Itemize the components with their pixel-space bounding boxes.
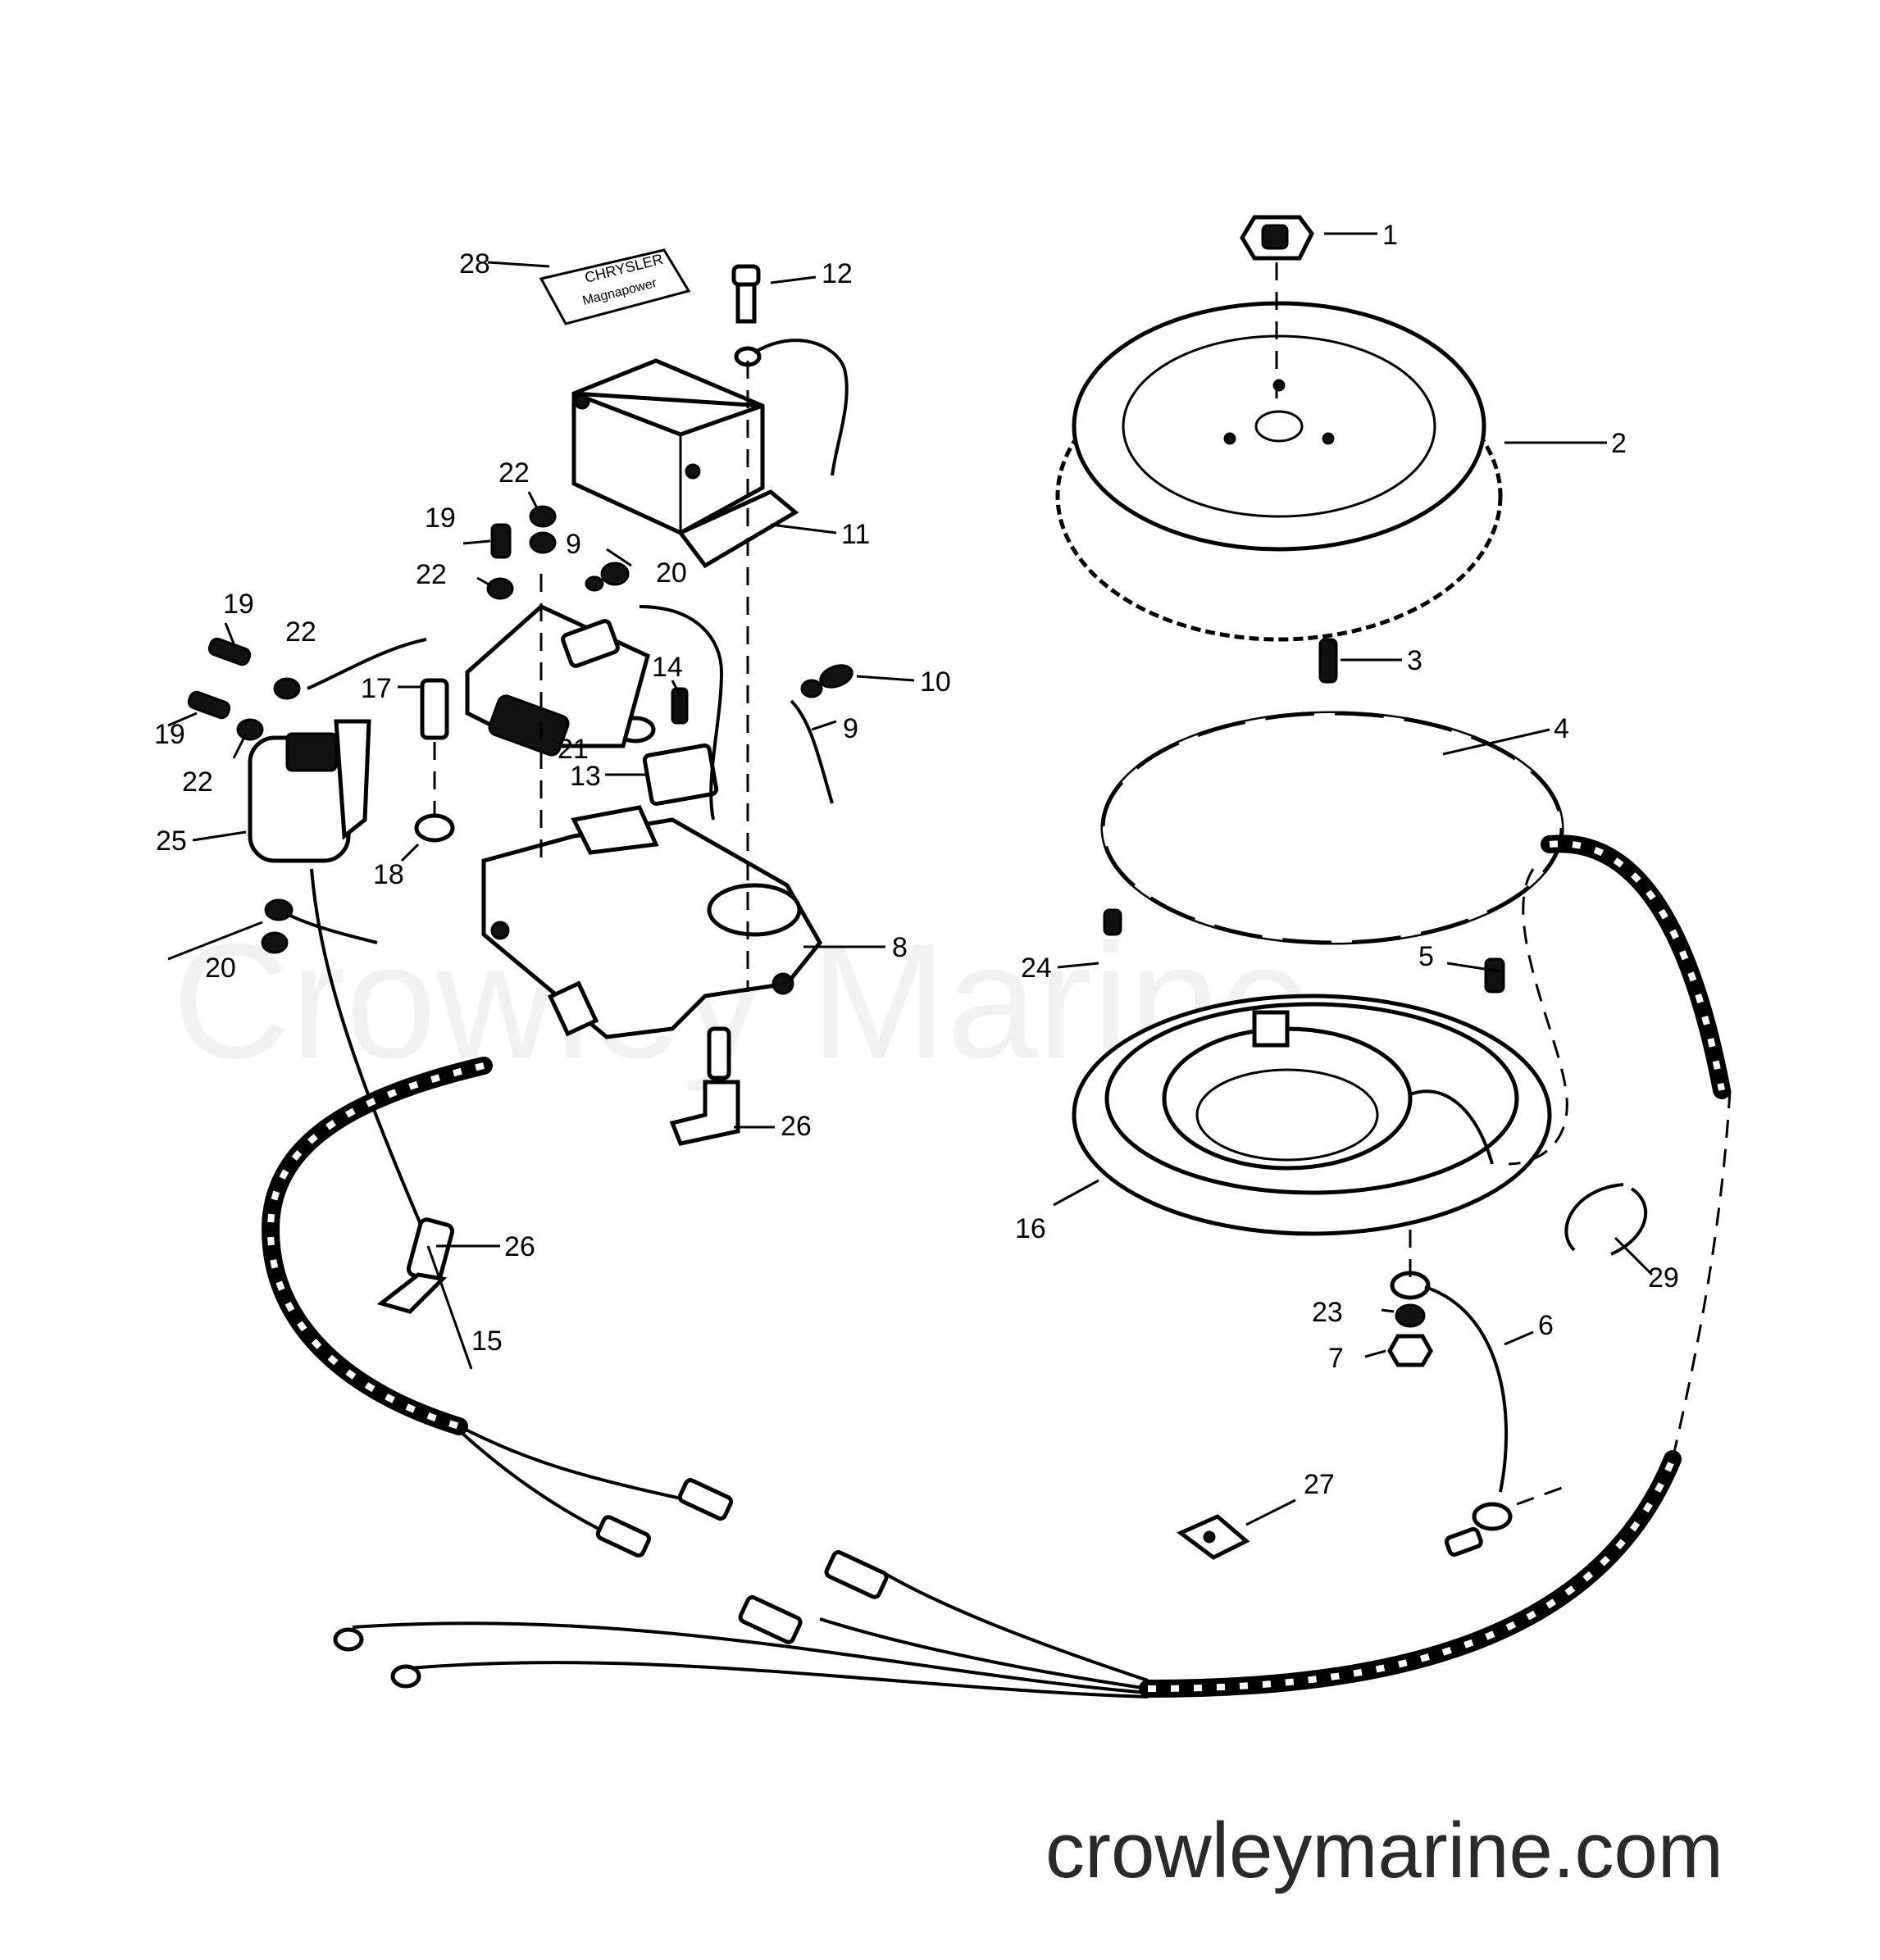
callout-8: 8	[892, 932, 908, 963]
callout-19a: 19	[425, 503, 456, 534]
part-25-ignition-coil	[248, 719, 371, 863]
part-22-washer-d	[236, 718, 264, 741]
part-13-terminal-block	[642, 743, 719, 807]
callout-22c: 22	[285, 616, 316, 648]
callout-24: 24	[1021, 953, 1052, 984]
callout-7: 7	[1328, 1343, 1344, 1374]
leader-lines	[167, 232, 1654, 1526]
callout-19c: 19	[154, 719, 185, 750]
callout-22b: 22	[416, 559, 447, 590]
part-20-nut-upper	[600, 562, 630, 586]
part-12-screw	[731, 264, 762, 367]
part-26-spark-boot-upper	[669, 1026, 740, 1146]
callout-20b: 20	[205, 953, 236, 984]
part-11-switch-box	[571, 358, 799, 569]
callout-9b: 9	[843, 713, 858, 744]
part-9-washer-upper	[585, 575, 604, 592]
callout-26b: 26	[504, 1231, 535, 1262]
callout-21: 21	[558, 734, 589, 765]
part-20-nut-lower	[264, 898, 294, 921]
callout-13: 13	[570, 761, 601, 792]
callout-4: 4	[1554, 713, 1569, 744]
part-26-spark-boot-lower	[376, 1217, 455, 1314]
callout-22a: 22	[498, 457, 530, 489]
part-4-stator	[1100, 711, 1564, 945]
part-27-clip	[1177, 1514, 1250, 1560]
callout-5: 5	[1418, 941, 1434, 972]
callout-26a: 26	[781, 1111, 812, 1142]
callout-19b: 19	[223, 589, 254, 620]
timer-wire-route	[1508, 868, 1568, 1166]
coil-high-tension-lead	[310, 868, 428, 1239]
callout-2: 2	[1611, 428, 1627, 459]
part-11-ground-wire	[753, 339, 849, 476]
ignition-coil-pack	[465, 604, 650, 757]
callout-6: 6	[1538, 1310, 1554, 1341]
part-28-label-card: CHRYSLER Magnapower	[539, 248, 691, 325]
callout-23: 23	[1312, 1297, 1343, 1328]
part-3-screw	[1318, 638, 1338, 684]
callout-17: 17	[361, 673, 392, 704]
part-22-washer-a	[529, 505, 557, 528]
part-6-ground-lead	[1424, 1285, 1509, 1493]
part-7-nut	[1387, 1334, 1433, 1367]
callout-3: 3	[1407, 645, 1423, 676]
part-10-screw	[819, 664, 854, 689]
part-19-screw-b	[187, 690, 231, 720]
part-15-harness-lower	[1139, 1450, 1682, 1698]
part-16-timer-base	[1072, 994, 1552, 1236]
callout-1: 1	[1382, 220, 1398, 251]
part-22-washer-c	[273, 677, 301, 700]
callout-labels: 1 2 3 4 5 6 7 8 9 9 10 11 12 13 14 15 16…	[154, 220, 1679, 1500]
callout-12: 12	[822, 258, 853, 289]
callout-11: 11	[841, 519, 870, 550]
callout-16: 16	[1015, 1213, 1046, 1244]
stator-harness	[1541, 834, 1731, 1099]
part-5-screw	[1484, 957, 1505, 994]
callout-10: 10	[920, 666, 951, 698]
part-2-flywheel	[1055, 301, 1503, 642]
part-17-screw	[420, 678, 449, 740]
site-url: crowleymarine.com	[1045, 1807, 1723, 1894]
callout-27: 27	[1304, 1469, 1335, 1500]
callout-25: 25	[156, 825, 187, 857]
part-9-washer-lower	[800, 679, 823, 698]
callout-28: 28	[459, 248, 490, 280]
callout-14: 14	[652, 652, 683, 683]
part-8-mounting-bracket	[481, 805, 823, 1039]
part-1-nut	[1240, 215, 1314, 261]
callout-29: 29	[1648, 1262, 1679, 1294]
part-18-washer	[414, 813, 455, 843]
part-19-screw-upper	[490, 523, 512, 559]
callout-18: 18	[373, 859, 404, 890]
part-24-screw	[1103, 908, 1122, 936]
part-22-washer-b	[486, 577, 514, 600]
part-23-washer	[1395, 1303, 1426, 1328]
callout-9a: 9	[566, 529, 581, 560]
part-29-retaining-ring	[1564, 1183, 1648, 1256]
callout-15: 15	[471, 1326, 503, 1357]
callout-22d: 22	[182, 766, 213, 798]
part-19-screw-a	[207, 637, 252, 666]
part-14-screw	[671, 687, 689, 725]
callout-20a: 20	[656, 557, 687, 589]
